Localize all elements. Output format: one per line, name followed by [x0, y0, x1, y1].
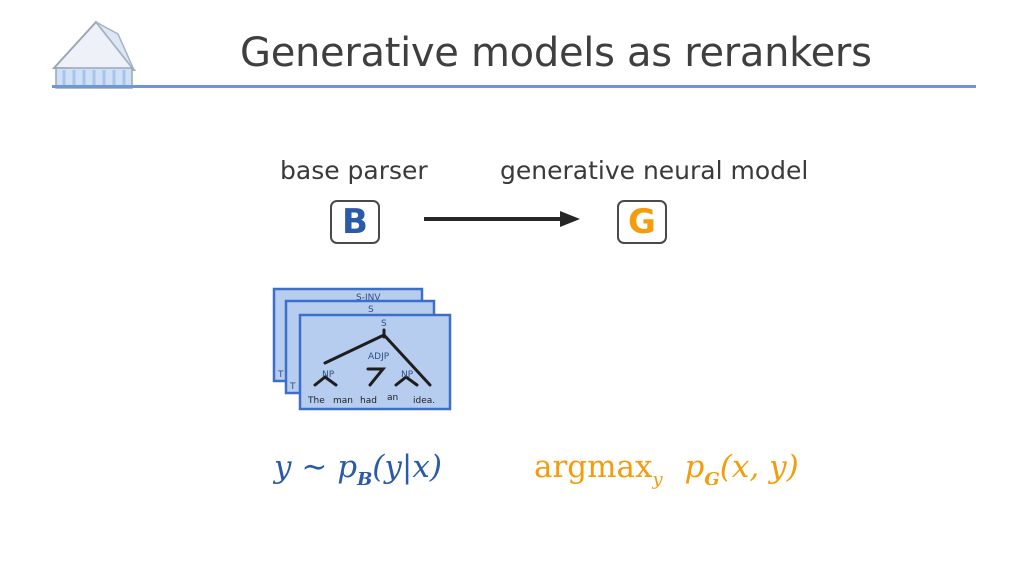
generative-model-label: generative neural model	[500, 156, 809, 185]
formula-sub-b: B	[357, 469, 373, 490]
formula-argmax: argmax	[534, 449, 653, 485]
tree-word-3: had	[360, 396, 377, 406]
parse-tree-samples: S-INV T S T S ADJP NP NP The man had an …	[272, 287, 452, 411]
tree-label-root: S	[381, 319, 387, 329]
formula-argmax-sub: y	[652, 469, 663, 490]
tree-label-sinv: S-INV	[356, 293, 381, 303]
tree-word-4: an	[387, 393, 398, 403]
title-underline	[52, 85, 976, 88]
formula-args: (y|x)	[372, 449, 442, 485]
formula-y: y	[274, 449, 292, 485]
rerank-formula: argmaxy pG(x, y)	[534, 449, 799, 490]
parse-tree-card-front	[298, 313, 452, 411]
svg-text:T: T	[277, 370, 284, 380]
university-logo-icon	[51, 20, 137, 89]
formula-p: p	[337, 449, 358, 485]
base-parser-label: base parser	[280, 156, 428, 185]
formula-sim: ∼	[301, 449, 328, 485]
tree-word-5: idea.	[413, 396, 435, 406]
tree-word-2: man	[333, 396, 353, 406]
sampling-formula: y ∼ pB(y|x)	[274, 449, 442, 490]
base-parser-box: B	[330, 200, 380, 244]
tree-label-np-left: NP	[322, 370, 335, 380]
generative-model-box: G	[617, 200, 667, 244]
tree-label-np-right: NP	[401, 370, 414, 380]
slide-title: Generative models as rerankers	[240, 30, 872, 76]
tree-label-s-back: S	[368, 305, 374, 315]
tree-word-1: The	[307, 396, 325, 406]
svg-text:T: T	[289, 382, 296, 392]
formula-args-g: (x, y)	[719, 449, 799, 485]
formula-sub-g: G	[704, 469, 720, 490]
tree-label-adjp: ADJP	[368, 352, 390, 362]
formula-p-g: p	[684, 449, 705, 485]
right-arrow-icon	[424, 211, 580, 227]
